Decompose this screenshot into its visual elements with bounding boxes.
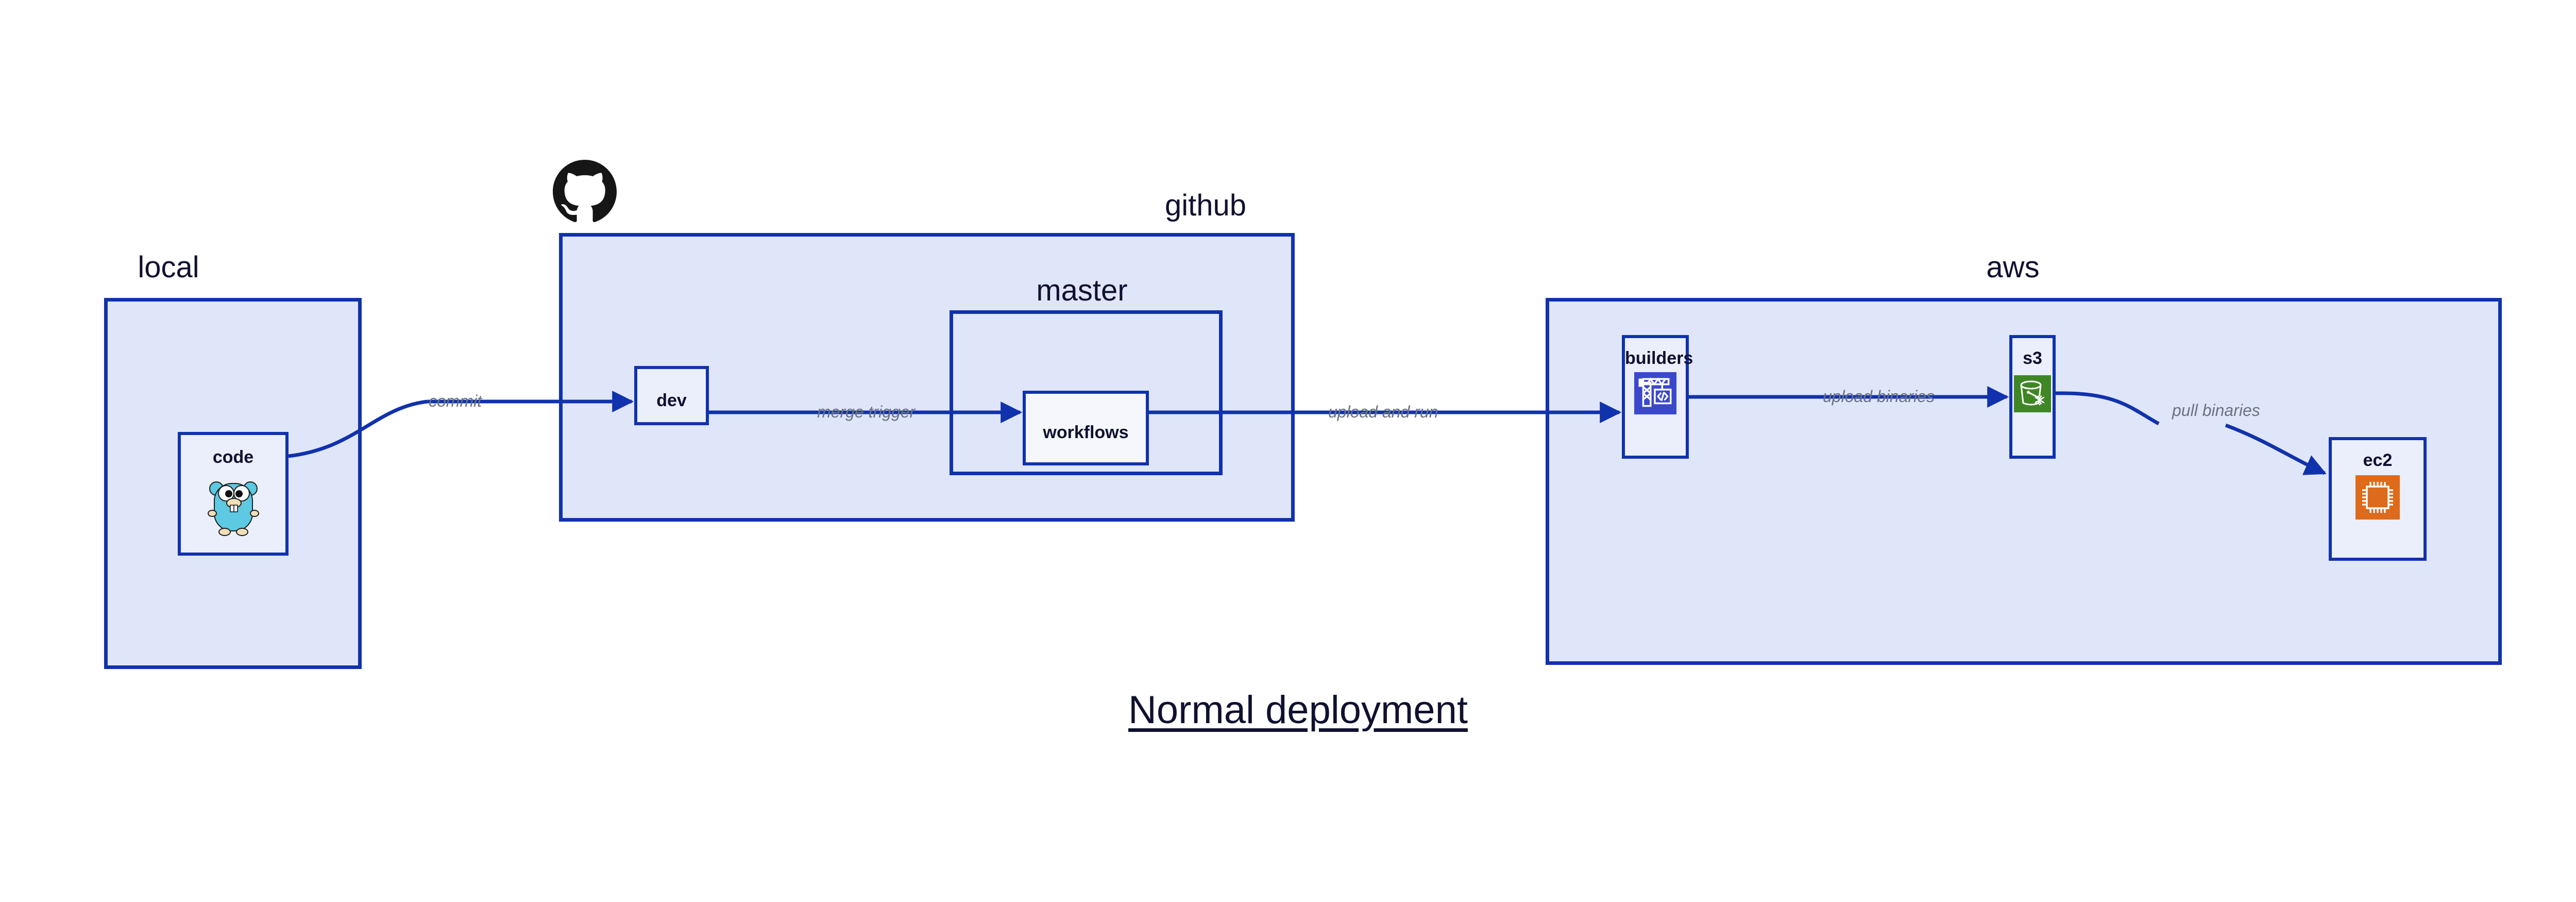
edge-label-upload-and-run: upload and run	[1328, 403, 1438, 421]
node-label-workflows: workflows	[1043, 423, 1129, 442]
aws-s3-glacier-icon	[2014, 375, 2051, 412]
aws-codebuild-icon	[1634, 372, 1676, 414]
group-label-aws: aws	[1986, 250, 2040, 284]
node-label-code: code	[212, 447, 254, 467]
group-label-master: master	[1036, 274, 1128, 307]
edge-label-upload-binaries: upload binaries	[1823, 387, 1935, 406]
node-label-ec2: ec2	[2363, 450, 2393, 470]
edge-label-pull-binaries: pull binaries	[2172, 401, 2260, 420]
node-label-s3: s3	[2023, 348, 2042, 368]
edge-label-merge-trigger: merge trigger	[817, 403, 916, 421]
node-code[interactable]: code	[178, 432, 289, 556]
group-label-local: local	[138, 250, 199, 284]
node-label-builders: builders	[1625, 348, 1693, 368]
node-ec2[interactable]: ec2	[2329, 437, 2427, 561]
page-title: Normal deployment	[1128, 688, 1468, 732]
go-gopher-icon	[207, 475, 259, 537]
node-workflows[interactable]: workflows	[1023, 391, 1149, 465]
group-label-github: github	[1164, 189, 1247, 222]
edge-label-commit: commit	[429, 392, 482, 410]
github-octocat-icon	[553, 160, 617, 224]
aws-ec2-icon	[2355, 475, 2400, 520]
node-label-dev: dev	[656, 391, 687, 410]
node-dev[interactable]: dev	[634, 366, 709, 425]
node-builders[interactable]: builders	[1622, 335, 1693, 459]
node-s3[interactable]: s3	[2009, 335, 2056, 459]
